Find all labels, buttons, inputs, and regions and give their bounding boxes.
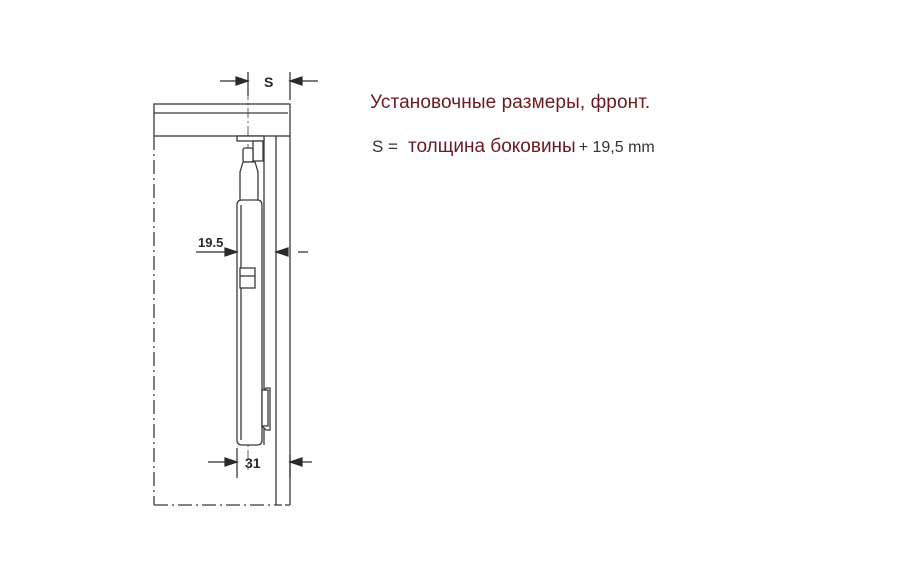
- top-panel: [153, 103, 291, 137]
- caption-title: Установочные размеры, фронт.: [370, 92, 651, 113]
- lift-arm: [236, 199, 263, 446]
- caption-formula: S = толщина боковины+ 19,5 mm: [372, 136, 655, 158]
- dimension-bottom-label: 31: [245, 455, 261, 471]
- formula-variable: S =: [372, 137, 398, 156]
- dimension-offset-label: 19.5: [198, 235, 223, 250]
- mounting-plate: [236, 135, 265, 142]
- dimension-s-label: S: [264, 74, 273, 90]
- formula-term: толщина боковины: [408, 136, 576, 157]
- formula-addend: + 19,5 mm: [578, 139, 655, 156]
